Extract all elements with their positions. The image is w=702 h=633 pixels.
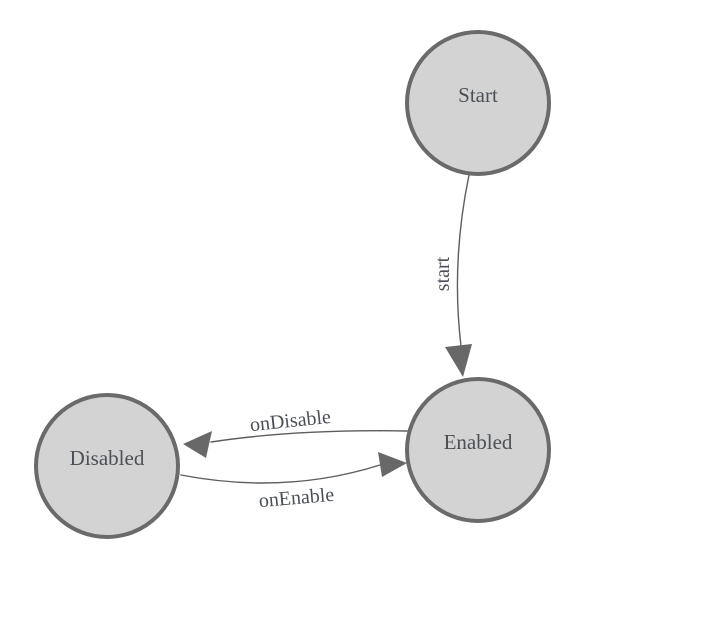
edge-label-onenable: onEnable	[258, 484, 335, 513]
arrowhead-icon	[445, 344, 472, 377]
arrowhead-icon	[378, 452, 407, 477]
edge-line-ondisable	[210, 430, 408, 443]
state-circle	[405, 377, 551, 523]
edge-label-start: start	[432, 256, 454, 291]
state-circle	[405, 30, 551, 176]
state-label-start: Start	[458, 83, 498, 107]
edge-line-onenable	[180, 464, 381, 484]
transition-enabled-to-disabled: onDisable	[183, 406, 408, 458]
arrowhead-icon	[183, 431, 212, 458]
transition-start-to-enabled: start	[432, 174, 472, 377]
state-node-enabled[interactable]: Enabled	[405, 377, 551, 523]
state-node-start[interactable]: Start	[405, 30, 551, 176]
state-node-disabled[interactable]: Disabled	[34, 393, 180, 539]
state-label-enabled: Enabled	[444, 430, 513, 454]
transition-disabled-to-enabled: onEnable	[180, 452, 407, 513]
state-label-disabled: Disabled	[70, 446, 145, 470]
edge-line-start	[456, 174, 470, 347]
state-circle	[34, 393, 180, 539]
